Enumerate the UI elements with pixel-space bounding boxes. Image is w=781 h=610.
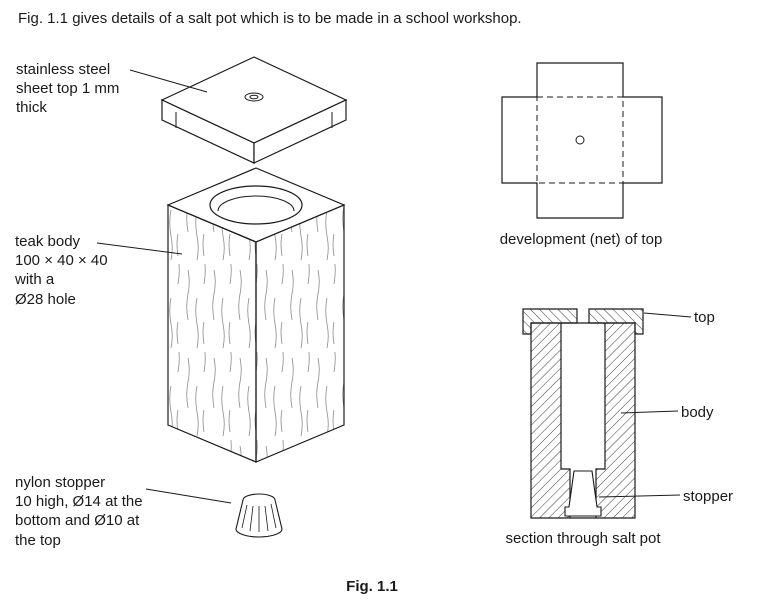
section-label-stopper: stopper xyxy=(683,488,734,505)
body-right-face xyxy=(255,204,345,463)
body-left-face xyxy=(167,204,257,463)
section-top-leader xyxy=(643,312,692,318)
section-label-body: body xyxy=(681,404,714,421)
intro-text: Fig. 1.1 gives details of a salt pot whi… xyxy=(18,10,522,27)
iso-lid-drawing xyxy=(160,56,348,164)
section-drawing xyxy=(522,308,644,519)
leader-lines xyxy=(96,69,692,504)
stopper-label: nylon stopper 10 high, Ø14 at the bottom… xyxy=(15,474,143,549)
body-hole-depth-arc xyxy=(217,195,295,212)
lid-hole xyxy=(244,92,264,102)
body-label: teak body 100 × 40 × 40 with a Ø28 hole xyxy=(15,233,108,308)
stopper-flutes xyxy=(241,503,277,532)
net-fold-lines xyxy=(536,96,624,184)
iso-body-drawing xyxy=(166,167,346,463)
lid-label: stainless steel sheet top 1 mm thick xyxy=(16,61,120,117)
net-drawing xyxy=(501,62,663,219)
iso-stopper-drawing xyxy=(235,493,283,538)
body-label-leader xyxy=(96,242,183,255)
section-stopper-leader xyxy=(598,494,681,498)
stopper-label-leader xyxy=(145,488,232,504)
lid-label-leader xyxy=(129,69,208,93)
lid-right-face xyxy=(253,99,347,164)
lid-hole-inner xyxy=(249,94,259,100)
net-caption: development (net) of top xyxy=(499,231,663,248)
section-body-leader xyxy=(620,410,679,414)
net-outline xyxy=(501,62,663,219)
body-hole xyxy=(209,185,303,225)
net-hole xyxy=(575,135,585,145)
figure-caption: Fig. 1.1 xyxy=(346,578,398,595)
section-body xyxy=(530,322,636,519)
section-label-top: top xyxy=(694,309,715,326)
section-caption: section through salt pot xyxy=(505,530,661,547)
section-stopper xyxy=(564,470,602,517)
